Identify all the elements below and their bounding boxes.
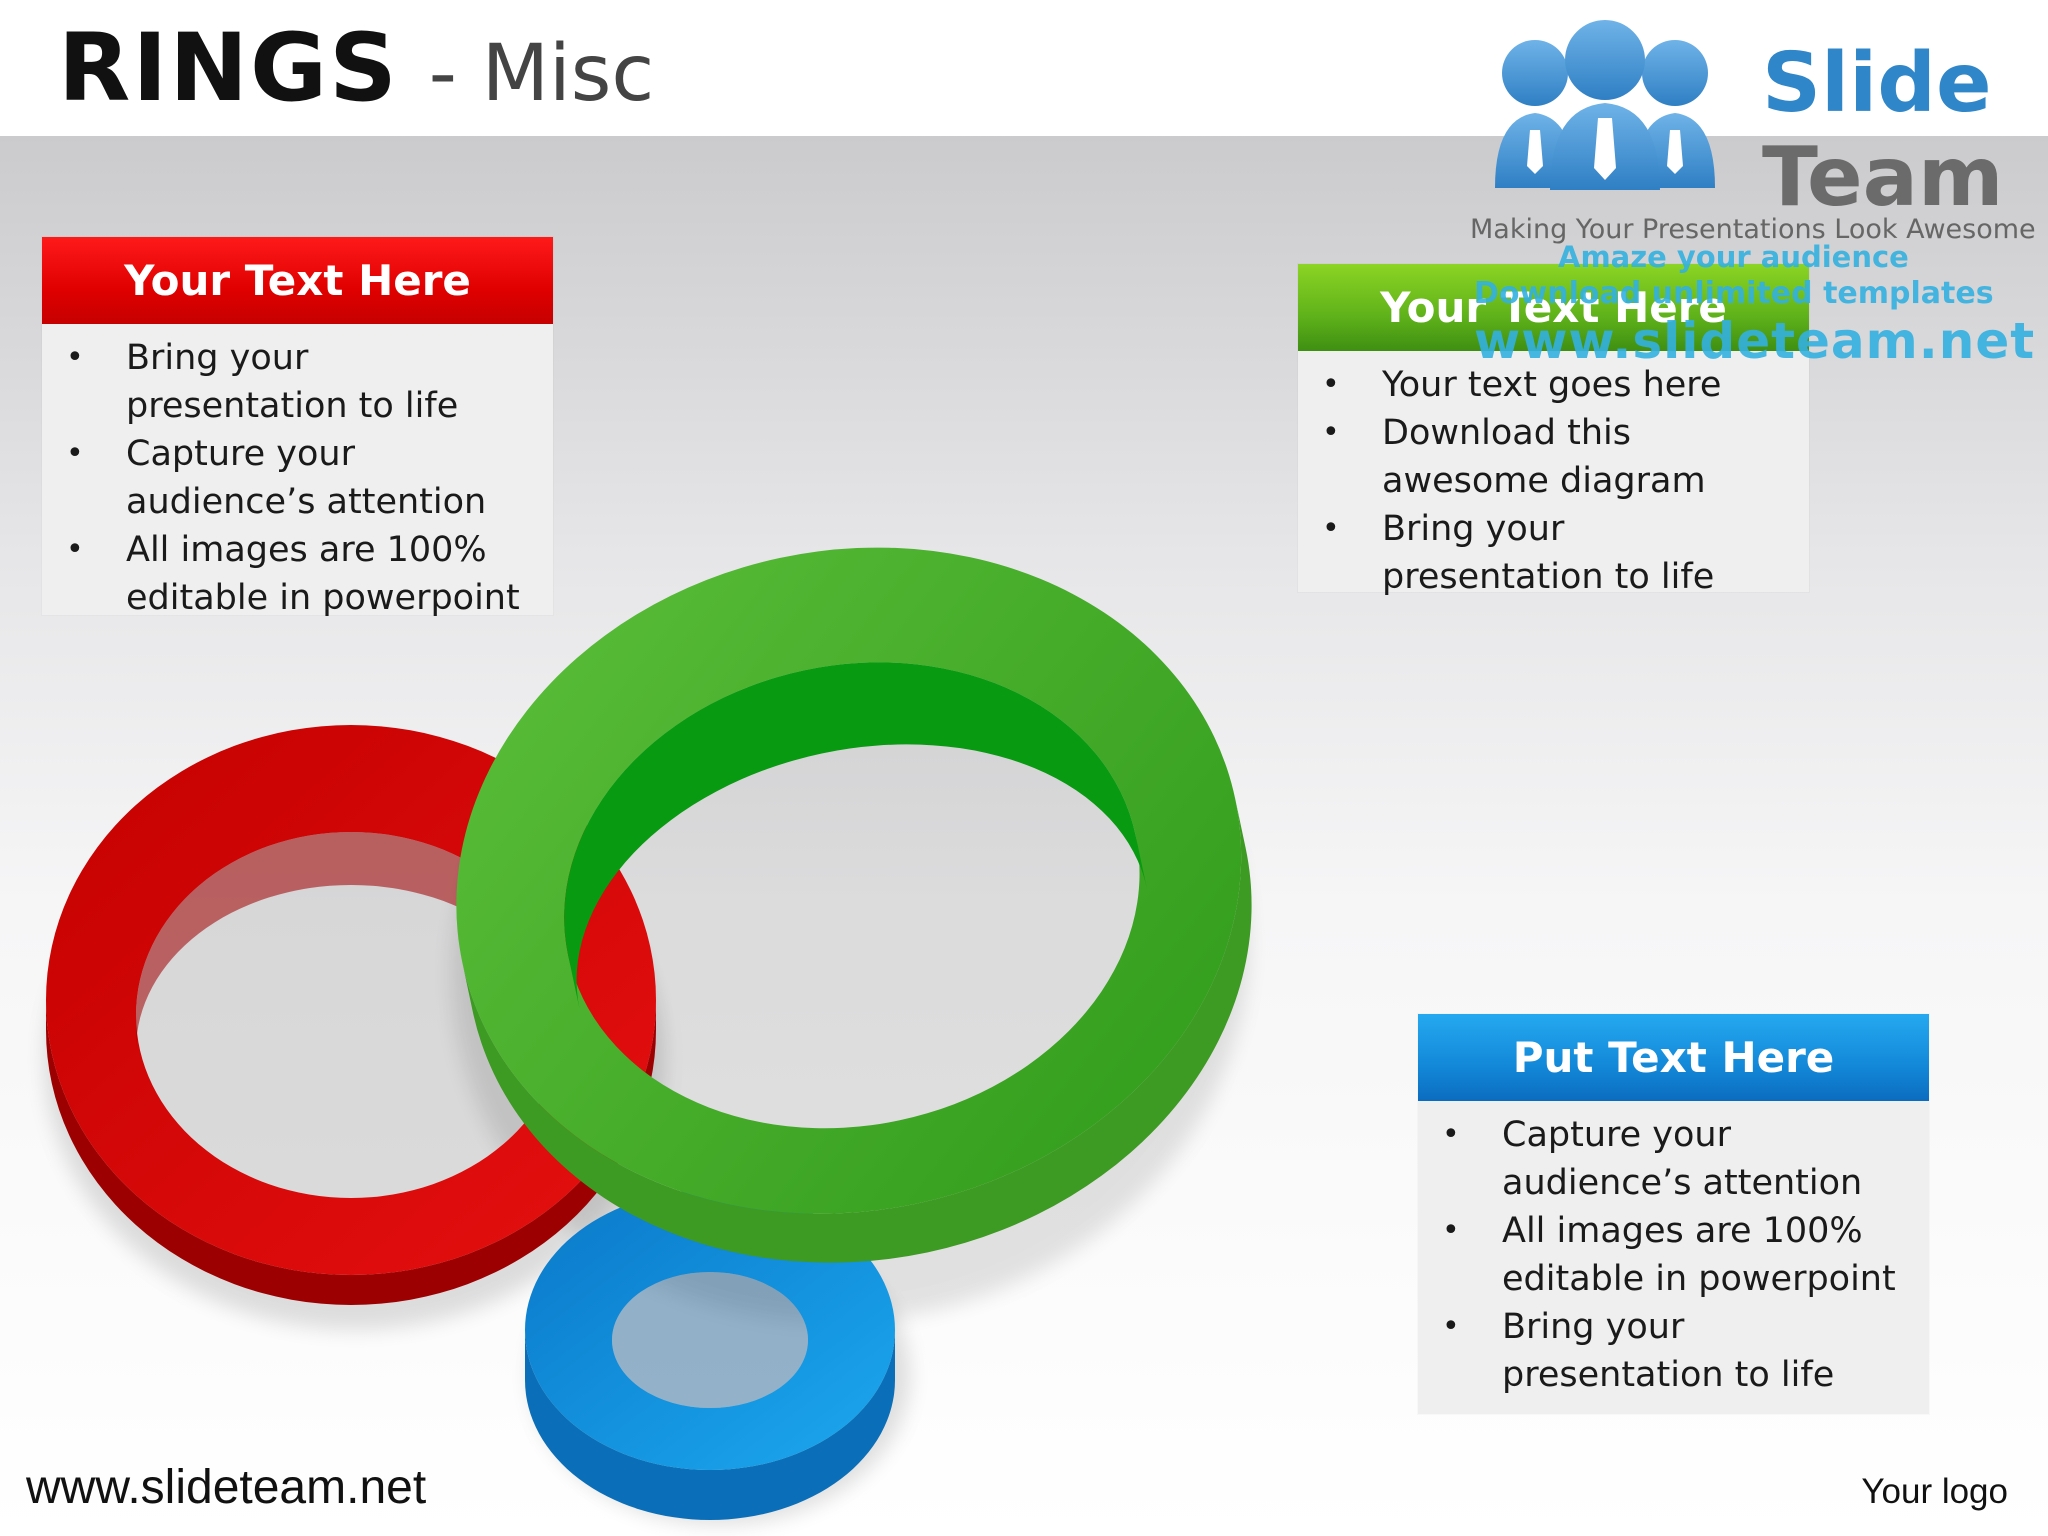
list-item: All images are 100% editable in powerpoi… <box>1436 1207 1911 1303</box>
slideteam-logo: Slide Team Making Your Presentations Loo… <box>1470 18 2036 245</box>
text-box-red: Your Text Here Bring your presentation t… <box>42 237 553 618</box>
footer-website[interactable]: www.slideteam.net <box>26 1461 427 1514</box>
logo-team-text: Team <box>1762 130 2004 225</box>
list-item: Capture your audience’s attention <box>1436 1111 1911 1207</box>
logo-tagline: Making Your Presentations Look Awesome <box>1470 214 2036 245</box>
text-box-green-list: Your text goes here Download this awesom… <box>1298 351 1809 613</box>
green-ring <box>456 547 1252 1263</box>
list-item: Bring your presentation to life <box>1316 505 1791 601</box>
list-item: All images are 100% editable in powerpoi… <box>60 526 535 622</box>
text-box-red-header: Your Text Here <box>42 237 553 324</box>
watermark-line-2: Download unlimited templates <box>1474 276 1994 311</box>
footer-logo-placeholder: Your logo <box>1861 1472 2008 1511</box>
title-main: RINGS <box>58 14 399 123</box>
list-item: Bring your presentation to life <box>60 334 535 430</box>
text-box-blue-header: Put Text Here <box>1418 1014 1929 1101</box>
list-item: Download this awesome diagram <box>1316 409 1791 505</box>
list-item: Your text goes here <box>1316 361 1791 409</box>
text-box-green-header: Your Text Here <box>1298 264 1809 351</box>
text-box-red-list: Bring your presentation to life Capture … <box>42 324 553 634</box>
watermark-line-1: Amaze your audience <box>1558 240 1909 274</box>
text-box-blue-list: Capture your audience’s attention All im… <box>1418 1101 1929 1411</box>
text-box-green: Your Text Here Your text goes here Downl… <box>1298 264 1809 597</box>
text-box-blue: Put Text Here Capture your audience’s at… <box>1418 1014 1929 1414</box>
list-item: Capture your audience’s attention <box>60 430 535 526</box>
list-item: Bring your presentation to life <box>1436 1303 1911 1399</box>
title-sub: - Misc <box>428 29 655 119</box>
watermark-line-3: www.slideteam.net <box>1474 312 2036 370</box>
slide-title: RINGS - Misc <box>58 22 654 116</box>
team-people-icon <box>1495 20 1715 190</box>
logo-slide-text: Slide <box>1762 36 1992 131</box>
